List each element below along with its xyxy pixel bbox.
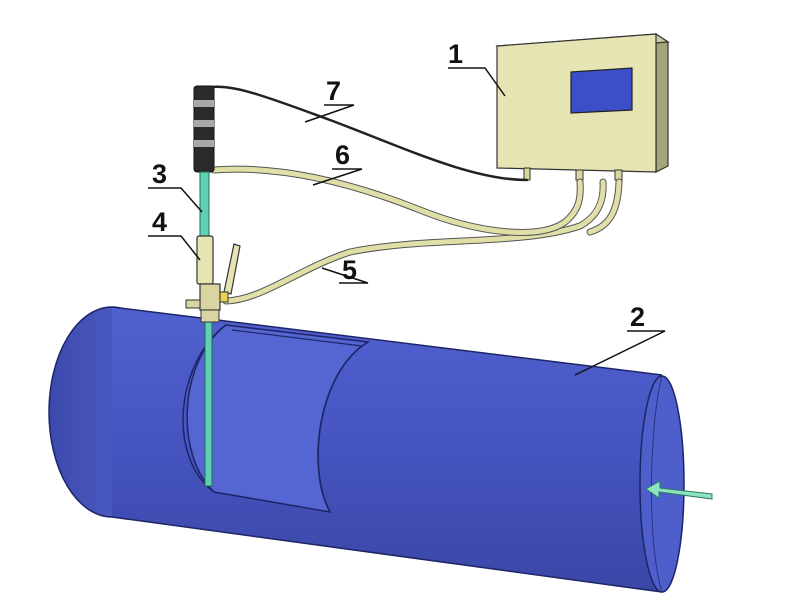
leader-6	[312, 168, 363, 186]
pipe-seam-right	[317, 341, 369, 513]
pipe-window-top	[231, 329, 363, 347]
leader-1	[448, 67, 506, 97]
hose-5	[222, 178, 607, 305]
pipe-right-inner	[650, 375, 663, 593]
callout-3: 3	[152, 159, 167, 189]
converter-housing	[495, 32, 670, 181]
probe-assembly	[185, 85, 241, 323]
callout-7: 7	[326, 76, 341, 106]
leader-7	[304, 104, 355, 123]
connector-hose-a	[575, 169, 584, 181]
leader-5	[321, 267, 369, 284]
probe-rod	[204, 317, 213, 487]
leader-2	[574, 330, 666, 376]
callout-1: 1	[448, 39, 463, 69]
connector-cable	[523, 167, 531, 181]
callout-5: 5	[342, 255, 357, 285]
display-screen	[570, 67, 633, 114]
callout-labels: 1 2 3 4 5 6 7	[152, 39, 645, 332]
cable-7	[204, 85, 529, 182]
flow-arrow-icon	[645, 480, 713, 500]
sensor-head	[193, 85, 215, 173]
valve-body	[199, 283, 221, 311]
callout-4: 4	[152, 207, 167, 237]
leader-lines	[148, 67, 666, 376]
hose-6	[210, 165, 584, 236]
hose-6-return	[586, 178, 623, 236]
connector-hose-b	[614, 169, 623, 181]
leader-4	[148, 235, 201, 261]
callout-6: 6	[335, 140, 350, 170]
pipe-bottom-edge	[111, 516, 663, 593]
valve-lever	[223, 243, 241, 295]
probe-tube	[199, 171, 210, 237]
callout-2: 2	[630, 302, 645, 332]
pipe-right-opening	[639, 375, 685, 593]
pipe	[48, 306, 685, 593]
leader-3	[148, 187, 203, 213]
